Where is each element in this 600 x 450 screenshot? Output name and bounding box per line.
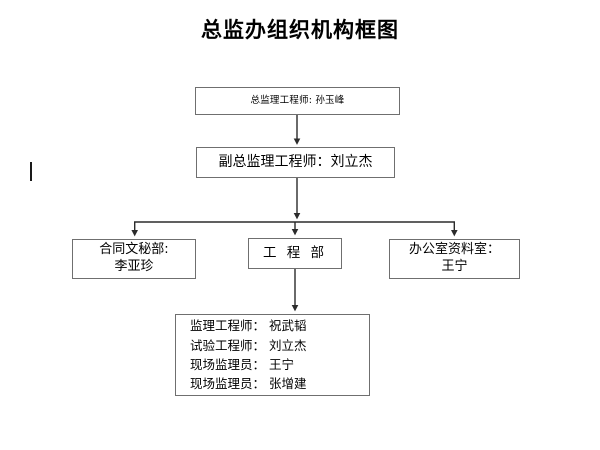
staff-row: 现场监理员： 王宁 [190, 357, 294, 372]
org-node-site-staff[interactable]: 监理工程师： 祝武韬 试验工程师： 刘立杰 现场监理员： 王宁 现场监理员： 张… [175, 314, 370, 396]
org-node-office-archives[interactable]: 办公室资料室： 王宁 [389, 239, 520, 279]
org-node-contract-secretariat[interactable]: 合同文秘部: 李亚珍 [72, 239, 196, 279]
org-node-deputy-director-label: 副总监理工程师：刘立杰 [218, 153, 373, 170]
staff-row: 现场监理员： 张增建 [190, 376, 307, 392]
text-caret [30, 162, 32, 181]
page-title: 总监办组织机构框图 [201, 18, 399, 42]
org-node-office-archives-person: 王宁 [441, 259, 468, 274]
org-node-contract-secretariat-person: 李亚珍 [114, 259, 154, 274]
org-node-contract-secretariat-title: 合同文秘部: [99, 242, 169, 258]
org-node-office-archives-title: 办公室资料室： [408, 242, 500, 258]
org-node-director[interactable]: 总监理工程师: 孙玉峰 [195, 87, 400, 115]
org-node-director-label: 总监理工程师: 孙玉峰 [250, 94, 345, 106]
org-node-deputy-director[interactable]: 副总监理工程师：刘立杰 [196, 147, 395, 178]
staff-row: 监理工程师： 祝武韬 [190, 318, 307, 334]
org-node-engineering-dept-label: 工 程 部 [262, 244, 328, 261]
org-node-engineering-dept[interactable]: 工 程 部 [248, 238, 342, 269]
staff-row: 试验工程师： 刘立杰 [190, 337, 307, 353]
